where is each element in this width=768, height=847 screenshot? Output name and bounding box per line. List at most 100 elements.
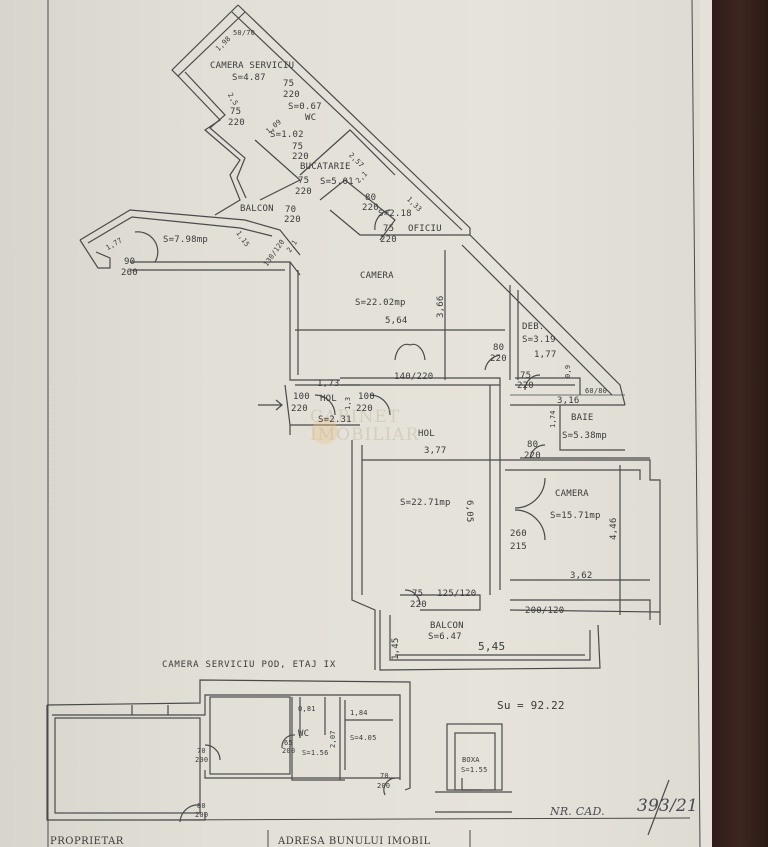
room-area-deb: S=3.19 — [522, 335, 556, 345]
window-label: 200/120 — [525, 606, 565, 616]
door-label: 220 — [291, 404, 308, 414]
window-label: 125/120 — [437, 589, 477, 599]
door-label: 75 — [298, 176, 310, 186]
paper-sheet — [0, 0, 706, 847]
door-label: 200 — [195, 756, 209, 764]
room-label-wc: WC — [298, 729, 310, 739]
door-label: 220 — [490, 354, 507, 364]
dimension-label: 2,07 — [329, 730, 337, 748]
owner-label: PROPRIETAR — [50, 836, 124, 847]
door-label: 75 — [292, 142, 304, 152]
door-label: 70 — [197, 747, 206, 755]
door-label: 220 — [292, 152, 309, 162]
door-label: 65 — [284, 739, 293, 747]
door-label: 70 — [285, 205, 297, 215]
cadastral-number: 393/21 — [637, 796, 699, 816]
room-area-bucatarie: S=5.01 — [320, 177, 354, 187]
door-label: 60/80 — [585, 387, 608, 395]
cadastral-label: NR. CAD. — [550, 805, 605, 818]
room-label-baie: BAIE — [571, 413, 594, 423]
boxa-area: S=1.55 — [461, 766, 488, 774]
dimension-label: 5,45 — [478, 640, 506, 653]
door-label: 75 — [383, 224, 395, 234]
table-surface — [712, 0, 768, 847]
room-area-camera-serviciu: S=4.87 — [232, 73, 266, 83]
door-label: 140/220 — [394, 372, 434, 382]
room-label-oficiu: OFICIU — [408, 224, 442, 234]
door-label: 200 — [282, 747, 296, 755]
dimension-label: 5,64 — [385, 316, 408, 326]
door-label: 260 — [121, 268, 138, 278]
dimension-label: 0,81 — [298, 705, 316, 713]
door-label: 75 — [412, 589, 424, 599]
address-label: ADRESA BUNULUI IMOBIL — [278, 836, 431, 847]
door-label: 220 — [284, 215, 301, 225]
dimension-label: 1,74 — [549, 410, 557, 428]
room-area-camera: S=22.02mp — [355, 298, 406, 308]
room-label-camera-serviciu: CAMERA SERVICIU — [210, 61, 295, 71]
door-label: 220 — [362, 203, 379, 213]
dimension-label: 3,66 — [436, 295, 446, 318]
door-label: 200 — [195, 811, 209, 819]
door-label: 220 — [283, 90, 300, 100]
door-label: 75 — [520, 371, 532, 381]
dimension-label: 4,46 — [609, 517, 619, 540]
door-label: 220 — [356, 404, 373, 414]
room-area-wc: S=1.56 — [302, 749, 329, 757]
room-label-bucatarie: BUCATARIE — [300, 162, 351, 172]
door-label: 75 — [230, 107, 242, 117]
room-area-camera: S=15.71mp — [550, 511, 601, 521]
door-label: 80 — [197, 802, 206, 810]
door-label: 220 — [228, 118, 245, 128]
room-area: S=4.05 — [350, 734, 377, 742]
door-label: 80 — [527, 440, 539, 450]
door-label: 220 — [410, 600, 427, 610]
door-label: 220 — [380, 235, 397, 245]
door-label: 215 — [510, 542, 527, 552]
dimension-label: 1,3 — [344, 396, 352, 410]
room-area-hol: S=2.31 — [318, 415, 352, 425]
boxa-label: BOXA — [462, 756, 480, 764]
dimension-label: 1,77 — [534, 350, 557, 360]
door-label: 90 — [124, 257, 136, 267]
watermark: CABINET IMOBILIAR — [310, 407, 420, 445]
watermark-logo-icon — [312, 418, 338, 444]
dimension-label: 1,84 — [350, 709, 368, 717]
dimension-label: 6,05 — [464, 500, 474, 523]
dimension-label: 3,16 — [557, 396, 580, 406]
dimension-label: 3,62 — [570, 571, 593, 581]
useful-area-value: = 92.22 — [517, 699, 565, 712]
room-label-deb: DEB. — [522, 322, 545, 332]
attic-title: CAMERA SERVICIU POD, ETAJ IX — [162, 660, 337, 670]
room-area-wc: S=0.67 — [288, 102, 322, 112]
useful-area-label: Su — [497, 699, 511, 712]
room-label-hol: HOL — [418, 429, 435, 439]
room-area: S=1.02 — [270, 130, 304, 140]
room-label-hol: HOL — [320, 394, 337, 404]
dimension-label: 3,77 — [424, 446, 447, 456]
room-area-baie: S=5.38mp — [562, 431, 607, 441]
door-label: 70 — [380, 772, 389, 780]
room-label-camera: CAMERA — [360, 271, 394, 281]
room-area-balcon: S=7.98mp — [163, 235, 208, 245]
dimension-label: 0,9 — [564, 364, 572, 378]
dimension-label: 1,45 — [391, 637, 401, 660]
room-area-hol: S=22.71mp — [400, 498, 451, 508]
room-label-balcon: BALCON — [240, 204, 274, 214]
door-label: 220 — [295, 187, 312, 197]
door-label: 200 — [377, 782, 391, 790]
door-label: 220 — [517, 381, 534, 391]
door-label: 260 — [510, 529, 527, 539]
door-label: 100 — [358, 392, 375, 402]
paper-edge — [700, 0, 712, 847]
door-label: 100 — [293, 392, 310, 402]
room-label-wc: WC — [305, 113, 317, 123]
door-label: 75 — [283, 79, 295, 89]
door-label: 80 — [493, 343, 505, 353]
room-label-balcon: BALCON — [430, 621, 464, 631]
dimension-label: 1,73 — [317, 379, 340, 389]
room-area-oficiu: S=2.18 — [378, 209, 412, 219]
door-label: 50/70 — [233, 29, 256, 37]
door-label: 220 — [524, 451, 541, 461]
